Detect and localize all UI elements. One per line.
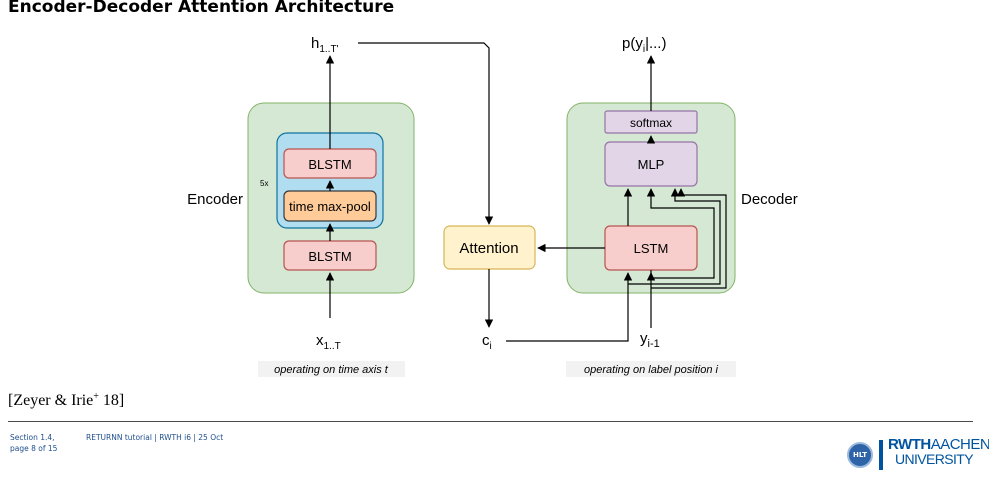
rwth-logo-light: AACHEN (930, 436, 989, 453)
prev-label-main: y (640, 330, 648, 347)
arrow-context-to-lstm (506, 272, 633, 342)
encoder-input-label: x1..T (316, 332, 341, 352)
lstm-label: LSTM (634, 241, 669, 256)
encoder-output-sub: 1..T' (319, 44, 338, 55)
context-main: c (482, 332, 490, 349)
citation-tail: 18] (98, 392, 125, 409)
encoder-output-main: h (311, 35, 319, 52)
rwth-logo: RWTHAACHEN UNIVERSITY (888, 436, 989, 467)
softmax-label: softmax (630, 116, 672, 130)
prev-label-label: yi-1 (640, 330, 660, 350)
rwth-logo-bold: RWTH (888, 436, 931, 453)
time-max-pool-label: time max-pool (289, 199, 371, 214)
decoder-caption-bg (566, 361, 736, 377)
footer-tutorial: RETURNN tutorial | RWTH i6 | 25 Oct (86, 433, 224, 442)
encoder-input-sub: 1..T (324, 341, 341, 352)
architecture-diagram: BLSTM time max-pool 5x BLSTM Encoder h1.… (187, 35, 798, 377)
context-label: ci (482, 332, 492, 352)
footer-divider (8, 421, 973, 422)
citation-sup: + (93, 391, 99, 402)
encoder-output-label: h1..T' (311, 35, 339, 55)
arrow-context-to-mlp (628, 188, 721, 285)
arrow-lstm-state-to-mlp (646, 188, 715, 279)
encoder-label: Encoder (187, 191, 243, 208)
rwth-logo-mark (879, 440, 883, 470)
decoder-label: Decoder (741, 191, 798, 208)
encoder-caption-bg (258, 361, 405, 377)
prev-label-sub: i-1 (648, 338, 660, 350)
citation-main: [Zeyer & Irie (8, 392, 94, 409)
decoder-output-tail: |...) (645, 35, 666, 52)
encoder-caption: operating on time axis t (274, 364, 389, 376)
decoder-output-sub: i (643, 44, 645, 55)
slide-title: Encoder-Decoder Attention Architecture (8, 0, 395, 17)
mlp-label: MLP (638, 157, 665, 172)
attention-label: Attention (459, 240, 518, 257)
citation: [Zeyer & Irie+ 18] (8, 391, 124, 410)
rwth-logo-line2: UNIVERSITY (894, 451, 974, 467)
hlt-logo-text: HLT (853, 451, 867, 459)
encoder-blstm-top-label: BLSTM (308, 157, 351, 172)
hlt-logo: HLT (847, 442, 873, 468)
arrow-encoder-to-attention (358, 42, 494, 225)
encoder-input-main: x (316, 332, 324, 349)
context-sub: i (490, 341, 492, 352)
footer-section: Section 1.4, (10, 433, 55, 442)
encoder-blstm-bottom-label: BLSTM (308, 249, 351, 264)
decoder-output-label: p(yi|...) (622, 35, 666, 55)
decoder-caption: operating on label position i (584, 364, 718, 376)
footer-page: page 8 of 15 (10, 444, 58, 453)
repeat-count-label: 5x (260, 179, 268, 188)
decoder-output-main: p(y (622, 35, 643, 52)
arrow-prev-label-to-mlp (651, 188, 727, 289)
